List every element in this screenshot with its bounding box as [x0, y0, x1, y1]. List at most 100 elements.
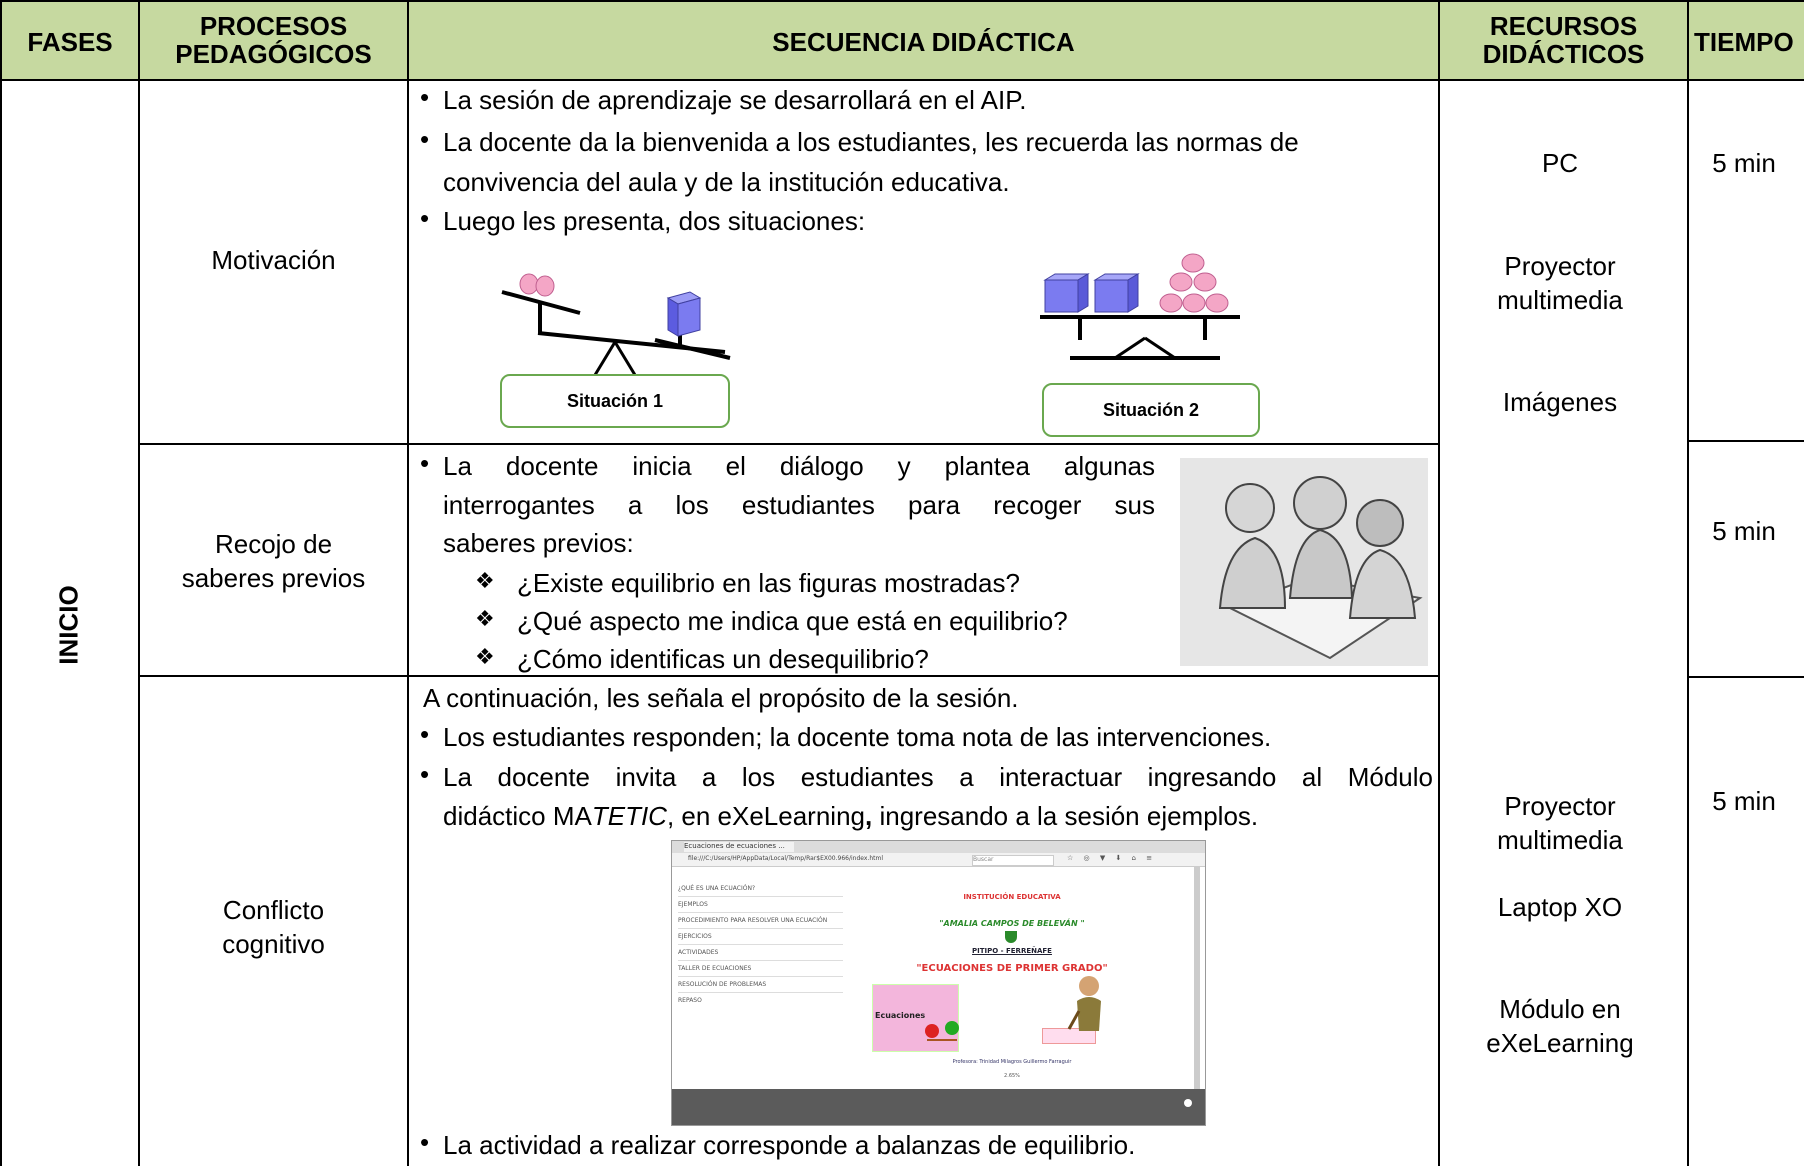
child-head [1225, 483, 1275, 533]
recurso-modulo: Módulo en eXeLearning [1460, 992, 1660, 1060]
header-tiempo: TIEMPO [1694, 27, 1794, 57]
recojo-q2: ¿Qué aspecto me indica que está en equil… [517, 606, 1068, 636]
table-border-top [0, 0, 1804, 2]
col-line-0 [0, 0, 2, 1166]
exe-title: "ECUACIONES DE PRIMER GRADO" [916, 963, 1108, 974]
exe-menu: ¿QUÉ ES UNA ECUACIÓN? EJEMPLOS PROCEDIMI… [678, 881, 843, 1008]
header-recursos-line1: RECURSOS [1489, 11, 1638, 41]
circle-icon [1181, 253, 1205, 273]
child-head [1293, 476, 1347, 530]
recurso-modulo-l1: Módulo en [1499, 994, 1621, 1024]
browser-scrollbar[interactable] [1194, 867, 1200, 1089]
recojo-l1: La docente inicia el diálogo y plantea a… [443, 451, 1155, 481]
bullet: • [420, 124, 430, 154]
conflicto-b2-l1: La docente invita a los estudiantes a in… [443, 762, 1433, 792]
bullet: • [420, 448, 430, 478]
bullet: • [420, 82, 430, 112]
exe-menu-item[interactable]: EJERCICIOS [678, 929, 843, 945]
motivacion-b3: Luego les presenta, dos situaciones: [443, 206, 866, 236]
exe-menu-item[interactable]: ACTIVIDADES [678, 945, 843, 961]
browser-search[interactable]: Buscar [972, 855, 1054, 866]
time-line-2 [1687, 676, 1804, 678]
scale-icon [925, 1021, 959, 1041]
child-head [1356, 499, 1404, 547]
circle-icon [1169, 272, 1193, 292]
recojo-q1: ¿Existe equilibrio en las figuras mostra… [517, 568, 1020, 598]
situacion-2-label: Situación 2 [1042, 383, 1260, 437]
tiempo-1: 5 min [1712, 148, 1776, 178]
recurso-proyector-2: Proyector multimedia [1460, 789, 1660, 857]
exe-menu-item[interactable]: REPASO [678, 997, 702, 1004]
browser-url[interactable]: file:///C:/Users/HP/AppData/Local/Temp/R… [688, 855, 883, 862]
exe-institution: INSTITUCIÓN EDUCATIVA [963, 893, 1061, 901]
motivacion-b2-l2: convivencia del aula y de la institución… [443, 167, 1010, 197]
circle-icon [1182, 293, 1206, 313]
header-procesos-line2: PEDAGÓGICOS [175, 39, 372, 69]
recurso-proyector-2-l1: Proyector [1504, 791, 1616, 821]
bullet: • [420, 759, 430, 789]
conflicto-b2-l2a: didáctico MA [443, 801, 592, 831]
header-recursos: RECURSOS DIDÁCTICOS [1440, 12, 1687, 68]
browser-statusbar [672, 1089, 1205, 1125]
exe-menu-item[interactable]: TALLER DE ECUACIONES [678, 961, 843, 977]
col-line-3 [1438, 0, 1440, 1166]
recurso-proyector-1-l2: multimedia [1497, 285, 1623, 315]
recurso-pc: PC [1541, 148, 1579, 178]
header-bg [0, 0, 1804, 80]
circle-icon [519, 273, 539, 295]
col-line-1 [138, 0, 140, 1166]
balanza-desequilibrio-illustration [501, 273, 731, 376]
settings-icon[interactable] [1184, 1099, 1192, 1107]
header-recursos-line2: DIDÁCTICOS [1482, 39, 1645, 69]
proceso-conflicto-line1: Conflicto [222, 895, 325, 925]
proceso-recojo: Recojo de saberes previos [140, 527, 407, 595]
fase-inicio: INICIO [53, 585, 84, 665]
conflicto-b2-l2b: TETIC [591, 801, 667, 831]
circle-icon [1159, 293, 1183, 313]
col-line-2 [407, 0, 409, 1166]
tiempo-3: 5 min [1712, 786, 1776, 816]
header-procesos-line1: PROCESOS [199, 11, 348, 41]
col-line-4 [1687, 0, 1689, 1166]
proceso-recojo-line1: Recojo de [214, 529, 333, 559]
exe-percent: 2.65% [1004, 1073, 1020, 1079]
recurso-proyector-1-l1: Proyector [1504, 251, 1616, 281]
conflicto-b1: Los estudiantes responden; la docente to… [443, 722, 1272, 752]
exe-teacher: Profesora: Trinidad Milagros Guillermo F… [952, 1059, 1072, 1065]
exe-menu-item[interactable]: ¿QUÉ ES UNA ECUACIÓN? [678, 881, 843, 897]
circle-icon [1205, 293, 1229, 313]
tiempo-2: 5 min [1712, 516, 1776, 546]
balanza-equilibrio-illustration [1040, 253, 1240, 360]
recurso-laptop: Laptop XO [1497, 892, 1623, 922]
situacion-1-label: Situación 1 [500, 374, 730, 428]
recurso-imagenes: Imágenes [1502, 387, 1618, 417]
exe-menu-item[interactable]: EJEMPLOS [678, 897, 843, 913]
cube-icon-side [677, 297, 701, 337]
motivacion-b2-l1: La docente da la bienvenida a los estudi… [443, 127, 1299, 157]
exe-place: PITIPO - FERREÑAFE [972, 947, 1052, 955]
exe-menu-item[interactable]: RESOLUCIÓN DE PROBLEMAS [678, 977, 843, 993]
browser-tabbar [672, 841, 1205, 853]
proceso-conflicto: Conflicto cognitivo [140, 893, 407, 961]
diamond-bullet-icon: ❖ [475, 606, 495, 631]
proceso-conflicto-line2: cognitivo [222, 929, 325, 959]
conflicto-b2-l2c: , en eXeLearning [666, 801, 865, 831]
browser-toolbar-icons: ☆ ◎ ▼ ⬇ ⌂ ≡ [1067, 854, 1157, 862]
character-icon [1067, 976, 1101, 1031]
row-line-recojo [138, 675, 1439, 677]
diamond-bullet-icon: ❖ [475, 568, 495, 593]
cube-icon [1043, 273, 1090, 313]
browser-urlbar [672, 853, 1205, 867]
children-sketch-image [1180, 458, 1428, 666]
recurso-modulo-l2: eXeLearning [1486, 1028, 1634, 1058]
conflicto-b2-l2: didáctico MATETIC, en eXeLearning, ingre… [443, 798, 1258, 835]
exe-menu-item[interactable]: PROCEDIMIENTO PARA RESOLVER UNA ECUACIÓN [678, 913, 843, 929]
recurso-proyector-2-l2: multimedia [1497, 825, 1623, 855]
shield-icon [1005, 931, 1017, 943]
bullet: • [420, 719, 430, 749]
cube-icon [1093, 273, 1140, 313]
bullet: • [420, 1127, 430, 1157]
ecuaciones-label: Ecuaciones [875, 1011, 926, 1020]
conflicto-b3: La actividad a realizar corresponde a ba… [443, 1130, 1136, 1160]
header-fases: FASES [27, 27, 113, 57]
